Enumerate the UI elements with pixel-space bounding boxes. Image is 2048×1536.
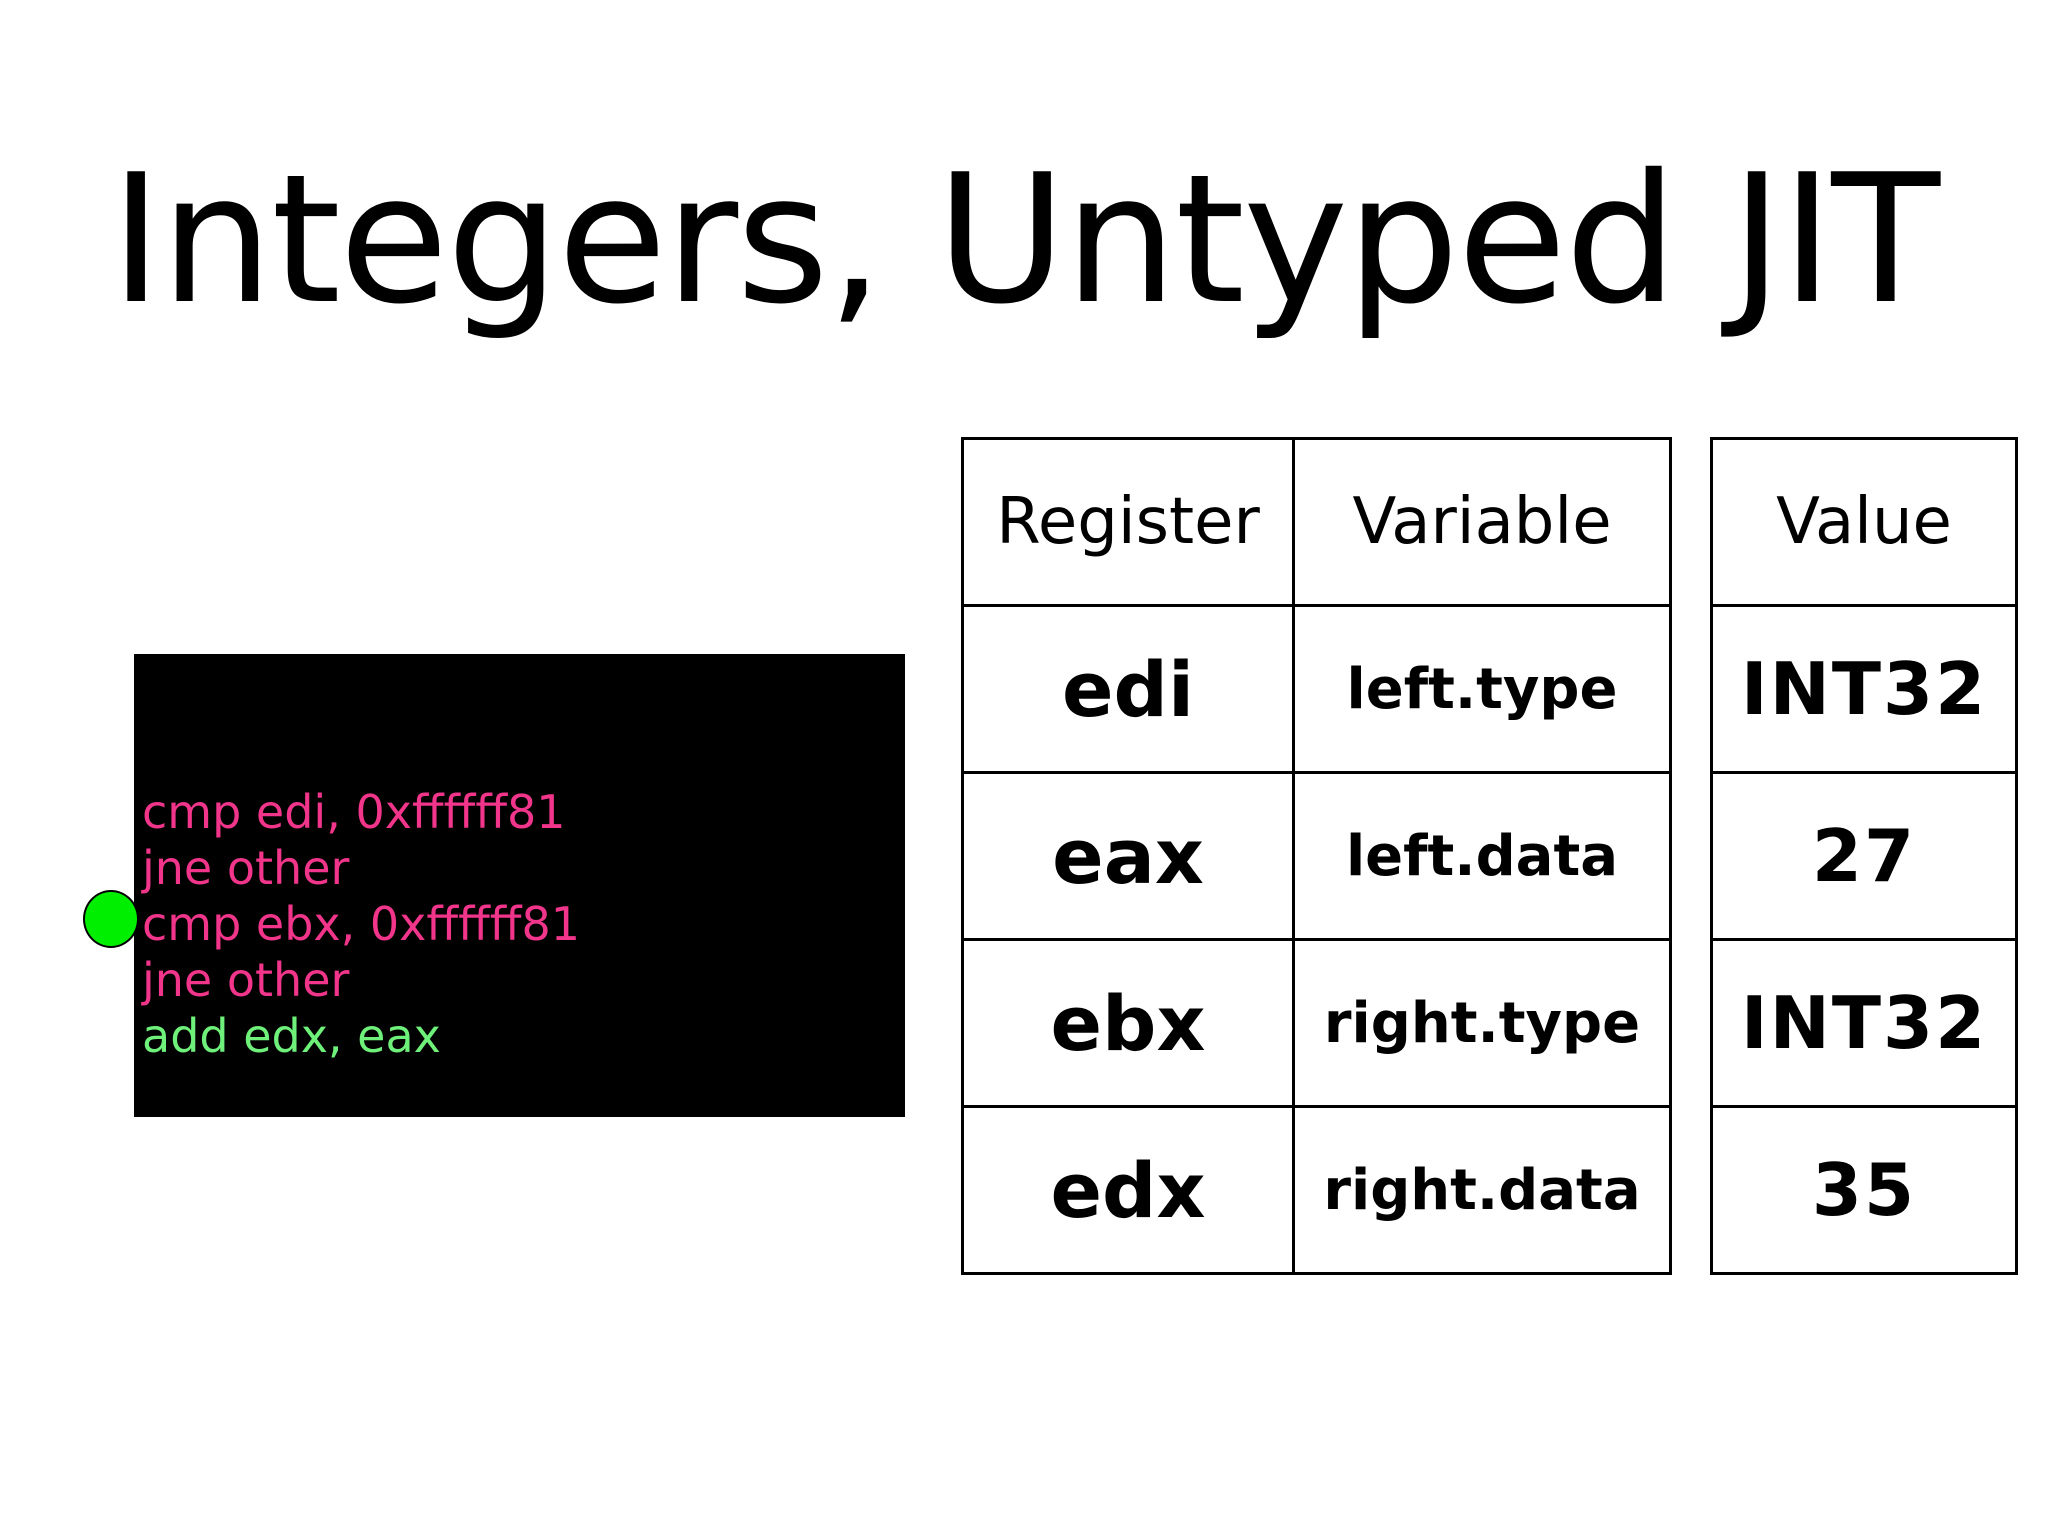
register-cell: edx xyxy=(961,1105,1295,1275)
code-block: cmp edi, 0xffffff81 jne other cmp ebx, 0… xyxy=(134,654,905,1117)
value-cell: 35 xyxy=(1710,1105,2018,1275)
table-row: INT32 xyxy=(1710,938,2018,1108)
variable-cell: left.type xyxy=(1292,604,1672,774)
register-cell: edi xyxy=(961,604,1295,774)
code-line: cmp edi, 0xffffff81 xyxy=(142,785,566,839)
header-value: Value xyxy=(1710,437,2018,607)
table-header-row: Value xyxy=(1710,437,2018,607)
value-cell: 27 xyxy=(1710,771,2018,941)
table-row: 35 xyxy=(1710,1105,2018,1275)
variable-cell: right.type xyxy=(1292,938,1672,1108)
code-line: cmp ebx, 0xffffff81 xyxy=(142,897,580,951)
current-line-marker-icon xyxy=(83,890,139,948)
table-row: INT32 xyxy=(1710,604,2018,774)
value-cell: INT32 xyxy=(1710,938,2018,1108)
code-line: jne other xyxy=(142,841,350,895)
code-line: jne other xyxy=(142,953,350,1007)
register-cell: ebx xyxy=(961,938,1295,1108)
table-row: 27 xyxy=(1710,771,2018,941)
register-cell: eax xyxy=(961,771,1295,941)
value-table: Value INT32 27 INT32 35 xyxy=(1710,437,2018,1275)
value-cell: INT32 xyxy=(1710,604,2018,774)
slide-title: Integers, Untyped JIT xyxy=(109,136,1940,343)
variable-cell: right.data xyxy=(1292,1105,1672,1275)
header-variable: Variable xyxy=(1292,437,1672,607)
table-header-row: Register Variable xyxy=(961,437,1672,607)
variable-cell: left.data xyxy=(1292,771,1672,941)
header-register: Register xyxy=(961,437,1295,607)
code-line: add edx, eax xyxy=(142,1009,441,1063)
